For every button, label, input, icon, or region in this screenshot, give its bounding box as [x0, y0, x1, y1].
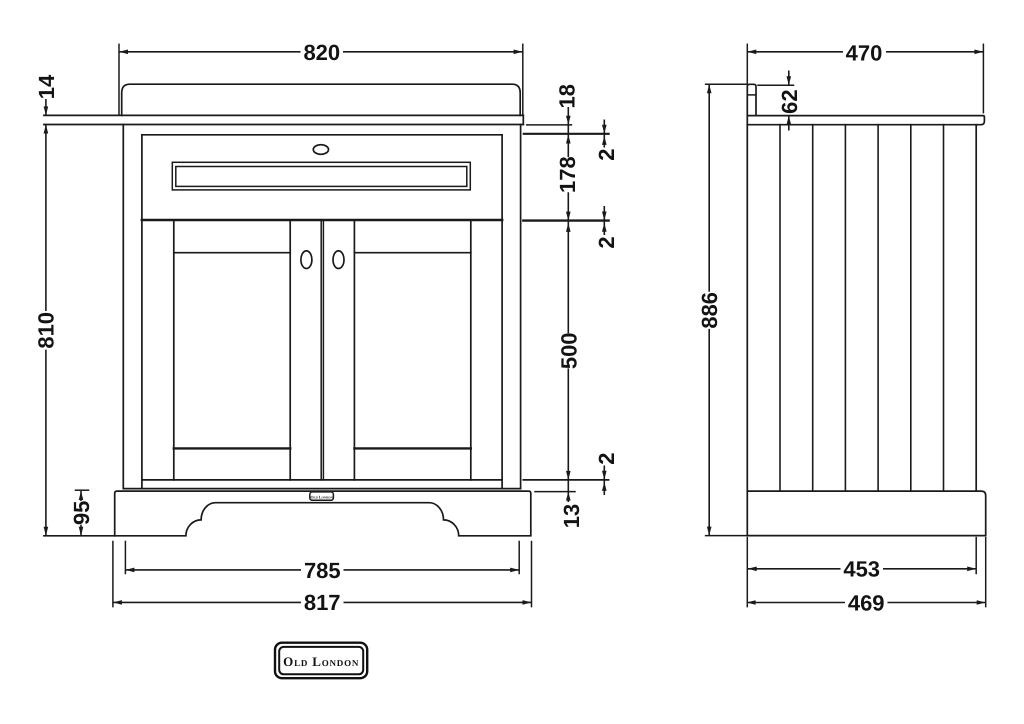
svg-text:Old London: Old London [311, 494, 334, 499]
svg-text:178: 178 [555, 156, 580, 193]
svg-text:820: 820 [303, 40, 340, 65]
svg-text:62: 62 [777, 89, 802, 113]
svg-text:Old London: Old London [283, 654, 359, 669]
svg-text:2: 2 [594, 452, 619, 464]
svg-text:453: 453 [843, 557, 880, 582]
svg-text:2: 2 [594, 148, 619, 160]
svg-text:785: 785 [304, 558, 341, 583]
svg-text:810: 810 [34, 312, 59, 349]
svg-text:470: 470 [846, 40, 883, 65]
svg-text:13: 13 [559, 504, 584, 528]
svg-text:500: 500 [556, 332, 581, 369]
svg-text:14: 14 [34, 74, 59, 99]
svg-text:2: 2 [594, 236, 619, 248]
svg-text:817: 817 [304, 590, 341, 615]
svg-text:18: 18 [555, 84, 580, 108]
svg-text:469: 469 [848, 590, 885, 615]
svg-text:95: 95 [69, 501, 94, 525]
svg-text:886: 886 [697, 292, 722, 329]
